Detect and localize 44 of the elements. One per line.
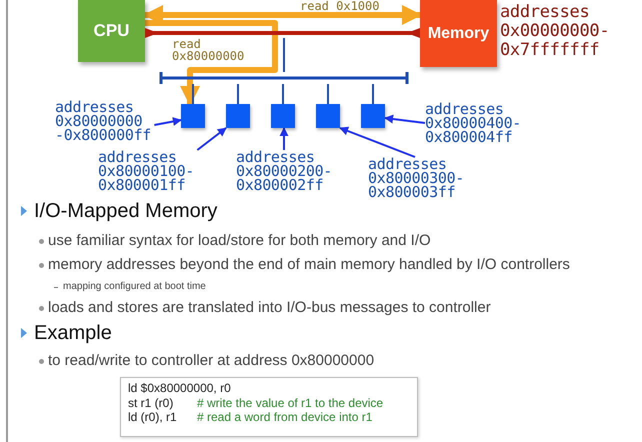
leader-line xyxy=(384,114,426,124)
bullet-text: memory addresses beyond the end of main memory handled by I/O controllers xyxy=(48,256,570,274)
bus-line xyxy=(237,84,239,104)
code-line: ld $0x80000000, r0 xyxy=(128,382,231,396)
address-label: addresses 0x80000400- 0x800004ff xyxy=(425,102,524,144)
address-label: addresses 0x80000200- 0x800002ff xyxy=(236,150,336,192)
device-box xyxy=(181,104,205,128)
memory-bus-bar xyxy=(145,28,420,38)
bullet-text: use familiar syntax for load/store for both memory and I/O xyxy=(48,232,431,250)
device-box xyxy=(226,104,250,128)
bus-line xyxy=(372,84,374,104)
code-comment: # write the value of r1 to the device xyxy=(197,397,384,411)
address-label: addresses 0x00000000- 0x7fffffff xyxy=(500,3,610,60)
code-line: st r1 (r0) xyxy=(128,397,174,411)
leader-line xyxy=(339,126,416,158)
bus-line xyxy=(192,84,194,104)
address-label: addresses 0x80000000 -0x800000ff xyxy=(55,100,154,142)
edge-label: read 0x80000000 xyxy=(172,38,246,62)
sub-bullet-text: mapping configured at boot time xyxy=(63,281,206,292)
memory-box xyxy=(420,0,497,67)
device-box xyxy=(316,104,340,128)
device-box xyxy=(271,104,295,128)
address-label: addresses 0x80000100- 0x800001ff xyxy=(98,150,198,192)
bullet-text: to read/write to controller at address 0x80000000 xyxy=(48,352,374,370)
bus-line xyxy=(282,84,284,104)
box-label: Memory xyxy=(428,24,490,42)
leader-line xyxy=(280,127,288,150)
leader-line xyxy=(154,117,182,126)
heading: Example xyxy=(34,322,112,345)
bullet-text: loads and stores are translated into I/O-bus messages to controller xyxy=(48,299,491,316)
leader-line xyxy=(196,127,227,151)
io-bus-bar xyxy=(160,72,408,84)
device-box xyxy=(361,104,385,128)
code-comment: # read a word from device into r1 xyxy=(197,411,372,425)
code-line: ld (r0), r1 xyxy=(128,411,177,425)
arrow xyxy=(145,20,278,106)
heading: I/O-Mapped Memory xyxy=(34,200,218,223)
bus-line xyxy=(283,38,285,72)
bus-line xyxy=(327,84,329,104)
box-label: CPU xyxy=(94,21,130,41)
arrow xyxy=(143,5,422,25)
edge-label: read 0x1000 xyxy=(300,0,380,12)
address-label: addresses 0x80000300- 0x800003ff xyxy=(368,157,468,199)
cpu-box xyxy=(78,0,145,62)
